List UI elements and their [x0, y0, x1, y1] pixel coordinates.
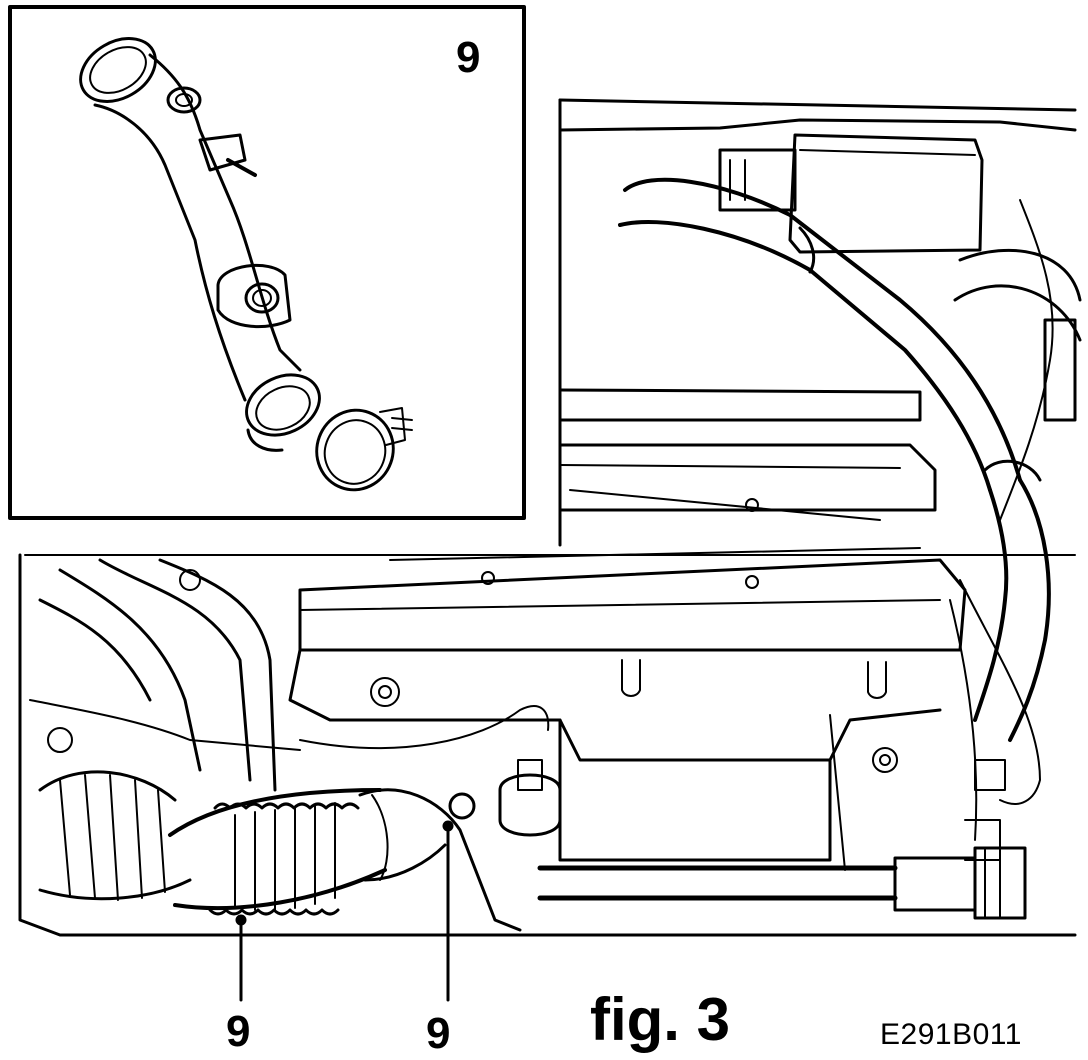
drawing-reference-code: E291B011 — [880, 1018, 1022, 1051]
charge-air-pipe-part-drawing — [79, 37, 413, 492]
inset-panel — [8, 5, 526, 520]
callout-label-left: 9 — [226, 1007, 251, 1056]
figure-caption: fig. 3 — [590, 986, 731, 1053]
callout-label-right: 9 — [426, 1009, 451, 1058]
engine-bay-scene — [18, 98, 1082, 937]
callout-leaders — [235, 820, 454, 1002]
inset-part-number: 9 — [456, 33, 481, 82]
